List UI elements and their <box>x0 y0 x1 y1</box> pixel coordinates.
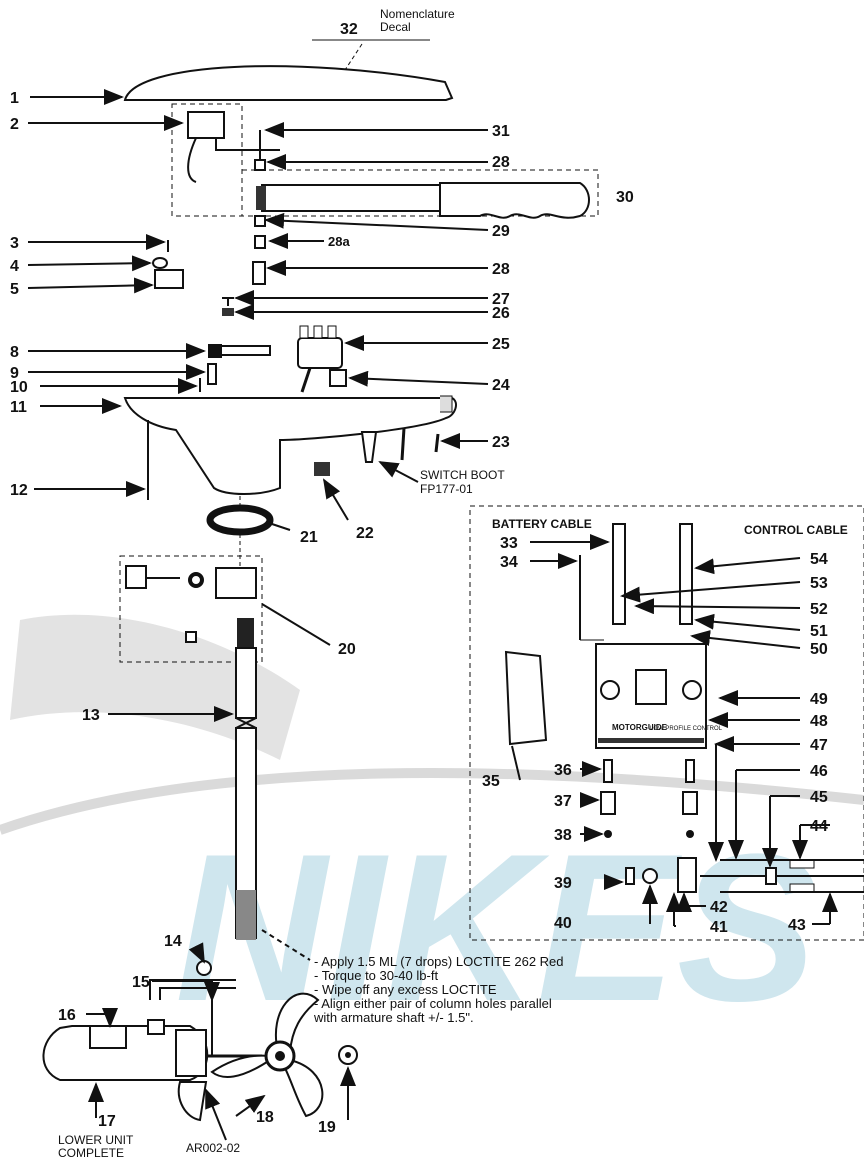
label-34: 34 <box>500 554 518 571</box>
part-20-collar <box>215 567 257 599</box>
label-25: 25 <box>492 336 510 353</box>
panel-brand: MOTORGUIDE <box>612 723 668 732</box>
note-line-4: - Align either pair of column holes para… <box>314 996 552 1011</box>
head-housing <box>123 397 457 495</box>
part-30-handle-tube <box>261 184 453 212</box>
label-46: 46 <box>810 763 828 780</box>
switch-boot-label: SWITCH BOOT <box>420 468 505 482</box>
label-21: 21 <box>300 529 318 546</box>
label-37: 37 <box>554 793 572 810</box>
label-11: 11 <box>10 399 27 416</box>
label-42: 42 <box>710 899 728 916</box>
leader-arrows <box>27 89 838 1141</box>
label-19: 19 <box>318 1119 336 1136</box>
label-9: 9 <box>10 365 19 382</box>
label-23: 23 <box>492 434 510 451</box>
label-44: 44 <box>810 818 828 835</box>
label-53: 53 <box>810 575 828 592</box>
label-29: 29 <box>492 223 510 240</box>
watermark-swoosh <box>0 767 864 835</box>
part-5-bracket <box>154 269 184 289</box>
label-35: 35 <box>482 773 500 790</box>
label-30: 30 <box>616 189 634 206</box>
label-24: 24 <box>492 377 510 394</box>
battery-cable-label: BATTERY CABLE <box>492 517 592 531</box>
label-26: 26 <box>492 305 510 322</box>
label-22: 22 <box>356 525 374 542</box>
label-13: 13 <box>82 707 100 724</box>
label-40: 40 <box>554 915 572 932</box>
label-32: 32 <box>340 21 358 38</box>
label-5: 5 <box>10 281 19 298</box>
label-51: 51 <box>810 623 828 640</box>
label-20: 20 <box>338 641 356 658</box>
label-14: 14 <box>164 933 182 950</box>
label-28a: 28a <box>328 234 350 249</box>
label-36: 36 <box>554 762 572 779</box>
decal-line2: Decal <box>380 20 411 34</box>
label-16: 16 <box>58 1007 76 1024</box>
control-cable-label: CONTROL CABLE <box>744 523 848 537</box>
label-8: 8 <box>10 344 19 361</box>
label-27: 27 <box>492 291 510 308</box>
part-35-bracket <box>504 650 548 746</box>
part-30-handle-grip <box>439 182 590 219</box>
label-41: 41 <box>710 919 728 936</box>
lower-unit-line1: LOWER UNIT <box>58 1133 134 1147</box>
label-47: 47 <box>810 737 828 754</box>
note-line-3: - Wipe off any excess LOCTITE <box>314 982 497 997</box>
switch-boot <box>360 431 378 463</box>
label-17: 17 <box>98 1113 116 1130</box>
decal-line1: Nomenclature <box>380 7 455 21</box>
assembly-notes: - Apply 1.5 ML (7 drops) LOCTITE 262 Red… <box>313 954 564 1025</box>
label-2: 2 <box>10 116 19 133</box>
label-48: 48 <box>810 713 828 730</box>
label-31: 31 <box>492 123 510 140</box>
label-52: 52 <box>810 601 828 618</box>
label-28: 28 <box>492 154 510 171</box>
label-28-lower: 28 <box>492 261 510 278</box>
decal-callout: 32 Nomenclature Decal <box>312 7 455 71</box>
panel-model: LOW PROFILE CONTROL <box>650 726 723 732</box>
label-12: 12 <box>10 482 28 499</box>
label-4: 4 <box>10 258 19 275</box>
part-18-propeller <box>210 992 324 1118</box>
note-line-1: - Apply 1.5 ML (7 drops) LOCTITE 262 Red <box>314 954 564 969</box>
label-15: 15 <box>132 974 150 991</box>
ar-part-label: AR002-02 <box>186 1141 240 1155</box>
label-10: 10 <box>10 379 28 396</box>
part-13-shaft <box>237 618 254 650</box>
part-25-switch <box>297 337 343 369</box>
part-2-terminal-block <box>187 111 225 139</box>
label-49: 49 <box>810 691 828 708</box>
switch-boot-part: FP177-01 <box>420 482 473 496</box>
watermark-figure <box>10 614 300 760</box>
dashed-box-collar <box>119 555 263 663</box>
part-21-ring <box>206 504 274 536</box>
label-18: 18 <box>256 1109 274 1126</box>
label-45: 45 <box>810 789 828 806</box>
lower-unit-line2: COMPLETE <box>58 1146 124 1160</box>
note-line-2: - Torque to 30-40 lb-ft <box>314 968 438 983</box>
part-41-knob <box>677 857 697 893</box>
label-1: 1 <box>10 90 19 107</box>
label-3: 3 <box>10 235 19 252</box>
note-line-5: with armature shaft +/- 1.5". <box>313 1010 474 1025</box>
label-54: 54 <box>810 551 828 568</box>
label-38: 38 <box>554 827 572 844</box>
part-number-labels: 1 2 3 4 5 8 9 10 11 12 13 14 15 16 17 18… <box>10 90 828 1136</box>
part-8-bolt <box>219 345 271 356</box>
top-cover <box>123 65 454 101</box>
label-33: 33 <box>500 535 518 552</box>
part-22 <box>314 462 330 476</box>
label-43: 43 <box>788 917 806 934</box>
label-39: 39 <box>554 875 572 892</box>
label-50: 50 <box>810 641 828 658</box>
